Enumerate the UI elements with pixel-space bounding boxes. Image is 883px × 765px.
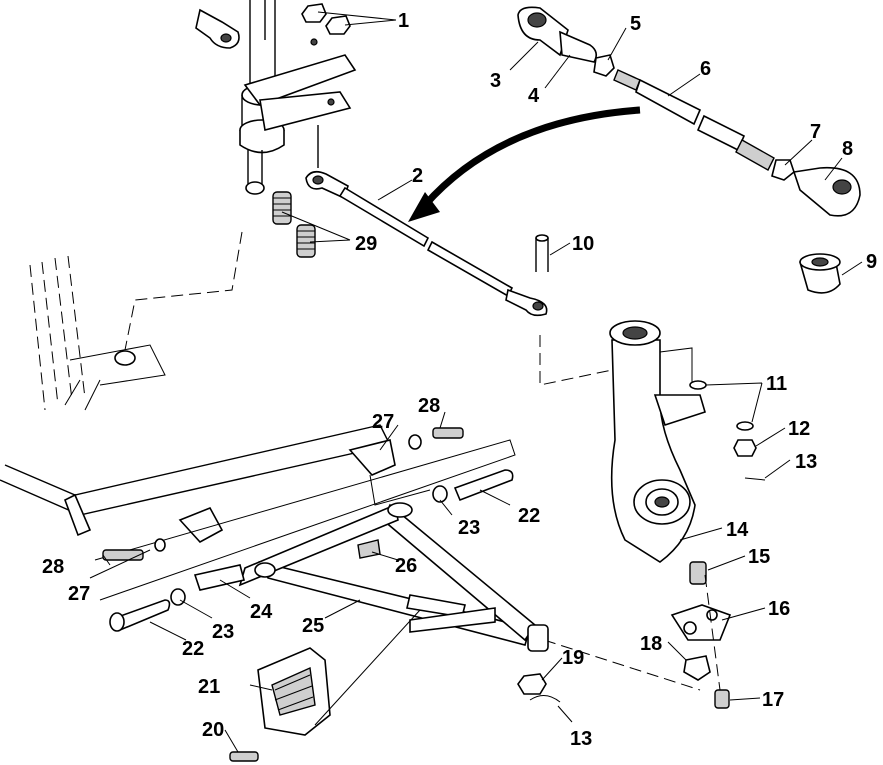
callout-23-right: 23 xyxy=(458,517,480,539)
spindle-knuckle xyxy=(539,320,706,563)
callout-22-left: 22 xyxy=(182,638,204,660)
callout-25: 25 xyxy=(302,615,324,637)
callout-6: 6 xyxy=(700,58,711,80)
callout-27-upper: 27 xyxy=(372,411,394,433)
callout-9: 9 xyxy=(866,251,877,273)
callout-28-upper: 28 xyxy=(418,395,440,417)
callout-26: 26 xyxy=(395,555,417,577)
callout-3: 3 xyxy=(490,70,501,92)
leader-lines xyxy=(89,11,863,753)
callout-7: 7 xyxy=(810,121,821,143)
callout-8: 8 xyxy=(842,138,853,160)
callout-24: 24 xyxy=(250,601,273,623)
callout-14: 14 xyxy=(726,519,749,541)
callout-27-lower: 27 xyxy=(68,583,90,605)
pin xyxy=(535,234,549,272)
frame-rails xyxy=(29,231,243,411)
callout-4: 4 xyxy=(528,85,540,107)
callout-1: 1 xyxy=(398,10,409,32)
callout-19: 19 xyxy=(562,647,584,669)
assembly-arrow xyxy=(408,106,641,222)
callout-23-left: 23 xyxy=(212,621,234,643)
spindle-hardware xyxy=(689,380,766,481)
adjustable-rod-assembly xyxy=(517,6,861,217)
steering-post-assembly xyxy=(195,0,357,258)
callout-18: 18 xyxy=(640,633,662,655)
callout-22-right: 22 xyxy=(518,505,540,527)
callout-11: 11 xyxy=(766,373,787,395)
callout-labels: 1 2 3 4 5 6 7 8 9 10 11 12 13 14 15 16 1… xyxy=(42,10,877,750)
callout-15: 15 xyxy=(748,546,770,568)
callout-5: 5 xyxy=(630,13,641,35)
lower-hardware xyxy=(543,561,732,709)
pivot-hardware xyxy=(102,427,514,632)
callout-12: 12 xyxy=(788,418,810,440)
callout-16: 16 xyxy=(768,598,790,620)
bushing xyxy=(799,253,841,294)
skid-guard xyxy=(229,609,421,762)
callout-13-lower: 13 xyxy=(570,728,592,750)
callout-2: 2 xyxy=(412,165,423,187)
a-arm xyxy=(238,502,537,646)
callout-29: 29 xyxy=(355,233,377,255)
callout-10: 10 xyxy=(572,233,594,255)
tie-rod-assembly xyxy=(305,170,548,317)
callout-17: 17 xyxy=(762,689,784,711)
callout-13-upper: 13 xyxy=(795,451,817,473)
a-arm-ball-joint xyxy=(517,624,561,703)
callout-28-lower: 28 xyxy=(42,556,64,578)
callout-21: 21 xyxy=(198,676,220,698)
callout-20: 20 xyxy=(202,719,224,741)
lower-frame xyxy=(0,424,516,601)
